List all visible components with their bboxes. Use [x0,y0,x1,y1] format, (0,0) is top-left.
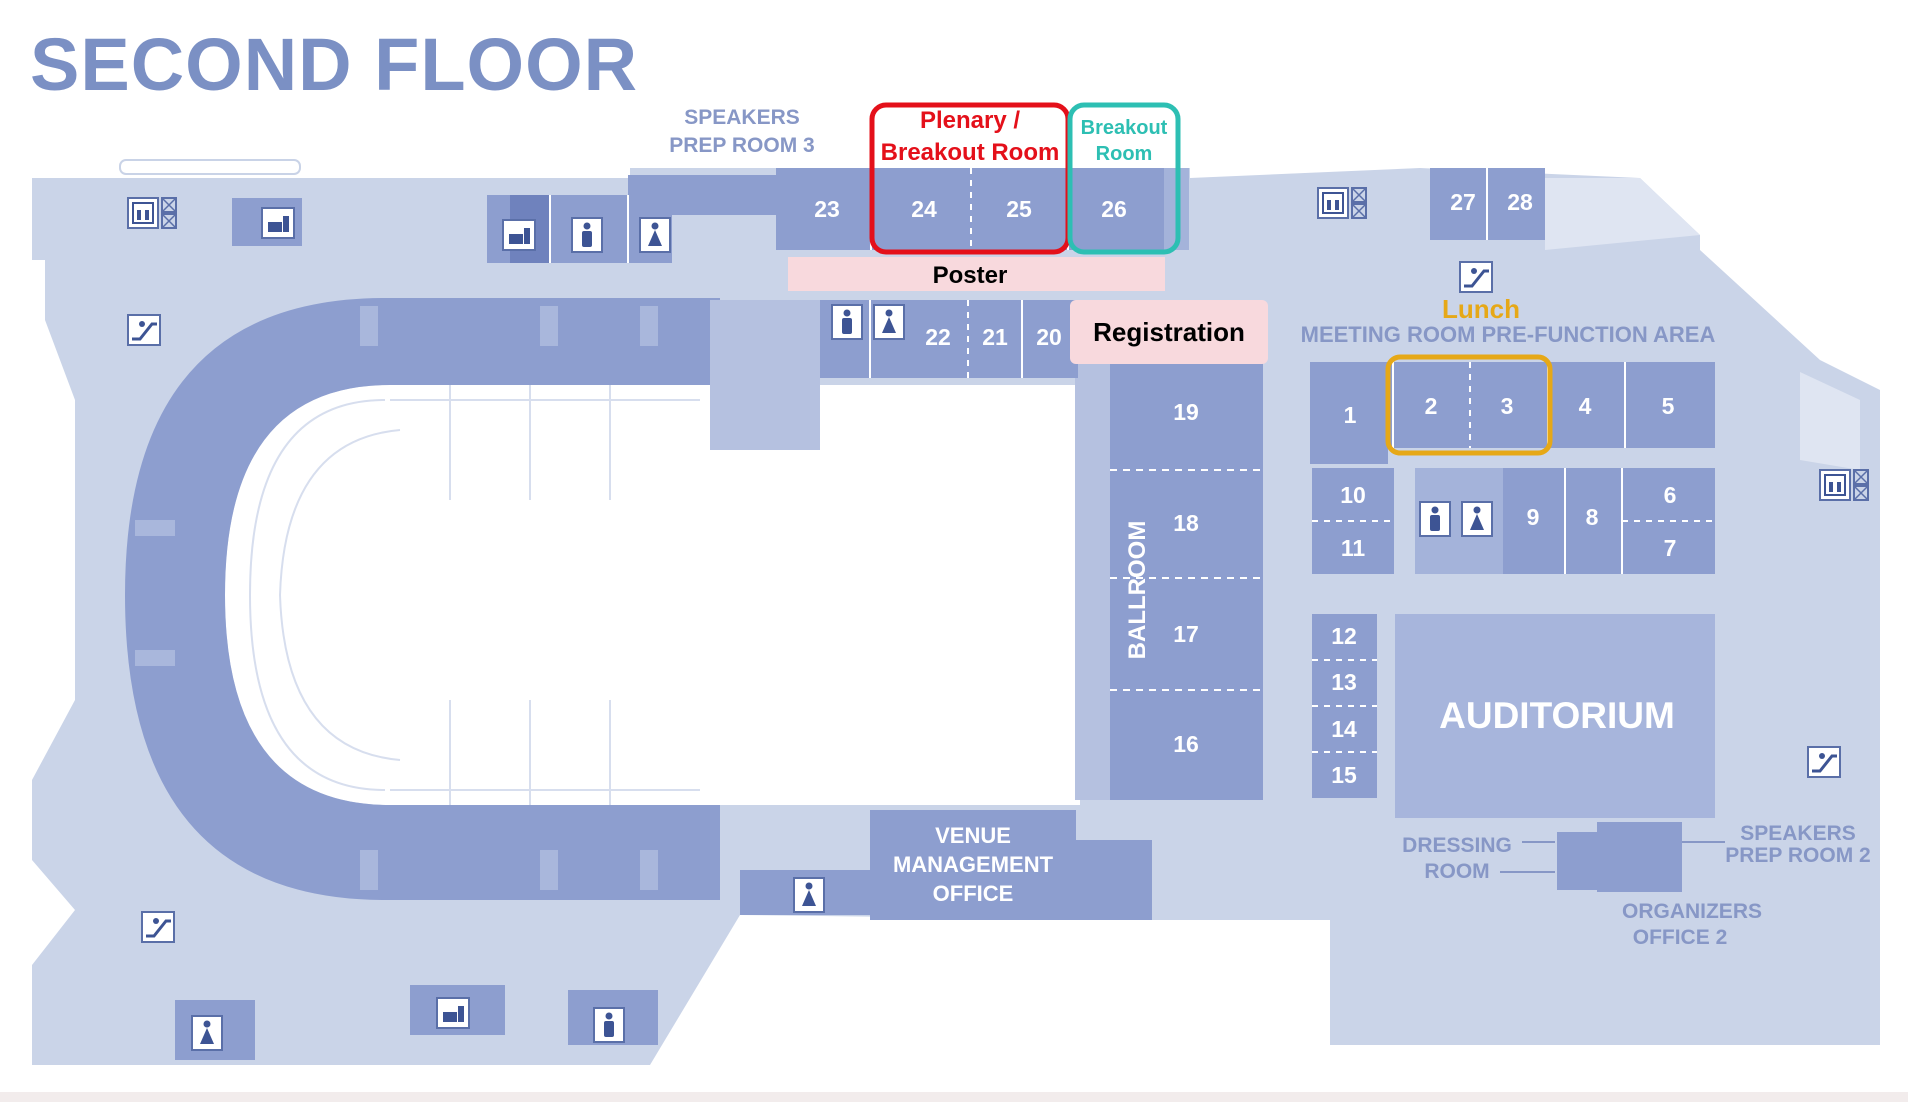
room-17[interactable]: 17 [1173,621,1199,647]
registration-label: Registration [1093,317,1245,347]
poster-label: Poster [933,262,1008,289]
speakers-prep-room-3-label-2: PREP ROOM 3 [669,134,814,157]
registration-area[interactable] [1070,300,1268,364]
breakout-label: Breakout [1081,117,1168,139]
dressing-room-label-2: ROOM [1424,860,1489,883]
room-14[interactable]: 14 [1331,716,1357,742]
auditorium-label: AUDITORIUM [1439,695,1675,736]
room-19[interactable]: 19 [1173,399,1199,425]
room-23[interactable]: 23 [814,196,840,222]
arena-floor [225,385,1080,805]
escalator-icon [126,313,162,347]
breakout-room-outline[interactable] [1067,102,1181,255]
restroom-women-icon [1461,501,1493,537]
room-10[interactable]: 10 [1340,482,1366,508]
room-16[interactable]: 16 [1173,731,1199,757]
room-15[interactable]: 15 [1331,762,1357,788]
speakers-prep-room-2-label: SPEAKERS [1740,822,1856,845]
plenary-label: Plenary / [920,107,1020,134]
room-21[interactable]: 21 [982,324,1008,350]
room-22[interactable]: 22 [925,324,951,350]
arena-seating-ring [125,298,720,900]
room-4[interactable]: 4 [1579,393,1592,419]
venue-office-label-2: MANAGEMENT [893,852,1054,877]
room-27[interactable]: 27 [1450,189,1476,215]
ballroom-label: BALLROOM [1124,521,1151,660]
lunch-outline[interactable] [1385,354,1553,456]
lunch-label: Lunch [1442,294,1520,324]
page-title: SECOND FLOOR [30,23,638,106]
plenary-label-2: Breakout Room [881,139,1060,166]
room-26[interactable]: 26 [1101,196,1127,222]
escalator-icon [1806,745,1842,779]
escalator-icon [1458,260,1494,294]
room-7[interactable]: 7 [1664,535,1677,561]
restroom-women-icon [639,217,671,253]
restroom-men-icon [571,217,603,253]
room-1[interactable]: 1 [1344,402,1357,428]
room-24[interactable]: 24 [911,196,937,222]
speakers-prep-room-2-label-2: PREP ROOM 2 [1725,844,1870,867]
room-8[interactable]: 8 [1586,504,1599,530]
room-11[interactable]: 11 [1341,535,1366,561]
food-drink-icon [261,207,295,239]
restroom-men-icon [593,1007,625,1043]
restroom-women-icon [191,1015,223,1051]
room-12[interactable]: 12 [1331,623,1357,649]
room-25[interactable]: 25 [1006,196,1032,222]
food-drink-icon [502,219,536,251]
restroom-women-icon [793,877,825,913]
venue-office-label-3: OFFICE [933,881,1014,906]
room-5[interactable]: 5 [1662,393,1675,419]
speakers-prep-room-3-label: SPEAKERS [684,106,800,129]
room-9[interactable]: 9 [1527,504,1540,530]
meeting-prefunction-label: MEETING ROOM PRE-FUNCTION AREA [1301,322,1716,347]
organizers-office-label: ORGANIZERS [1622,900,1762,923]
food-drink-icon [436,997,470,1029]
breakout-label-2: Room [1096,143,1153,165]
room-13[interactable]: 13 [1331,669,1357,695]
venue-office-label: VENUE [935,823,1011,848]
room-18[interactable]: 18 [1173,510,1199,536]
restroom-men-icon [1419,501,1451,537]
restroom-women-icon [873,304,905,340]
room-6[interactable]: 6 [1664,482,1677,508]
room-28[interactable]: 28 [1507,189,1533,215]
room-20[interactable]: 20 [1036,324,1062,350]
room-2[interactable]: 2 [1425,393,1438,419]
organizers-office-label-2: OFFICE 2 [1633,926,1728,949]
escalator-icon [140,910,176,944]
poster-area[interactable] [788,257,1165,291]
room-3[interactable]: 3 [1501,393,1514,419]
dressing-room-label: DRESSING [1402,834,1512,857]
restroom-men-icon [831,304,863,340]
